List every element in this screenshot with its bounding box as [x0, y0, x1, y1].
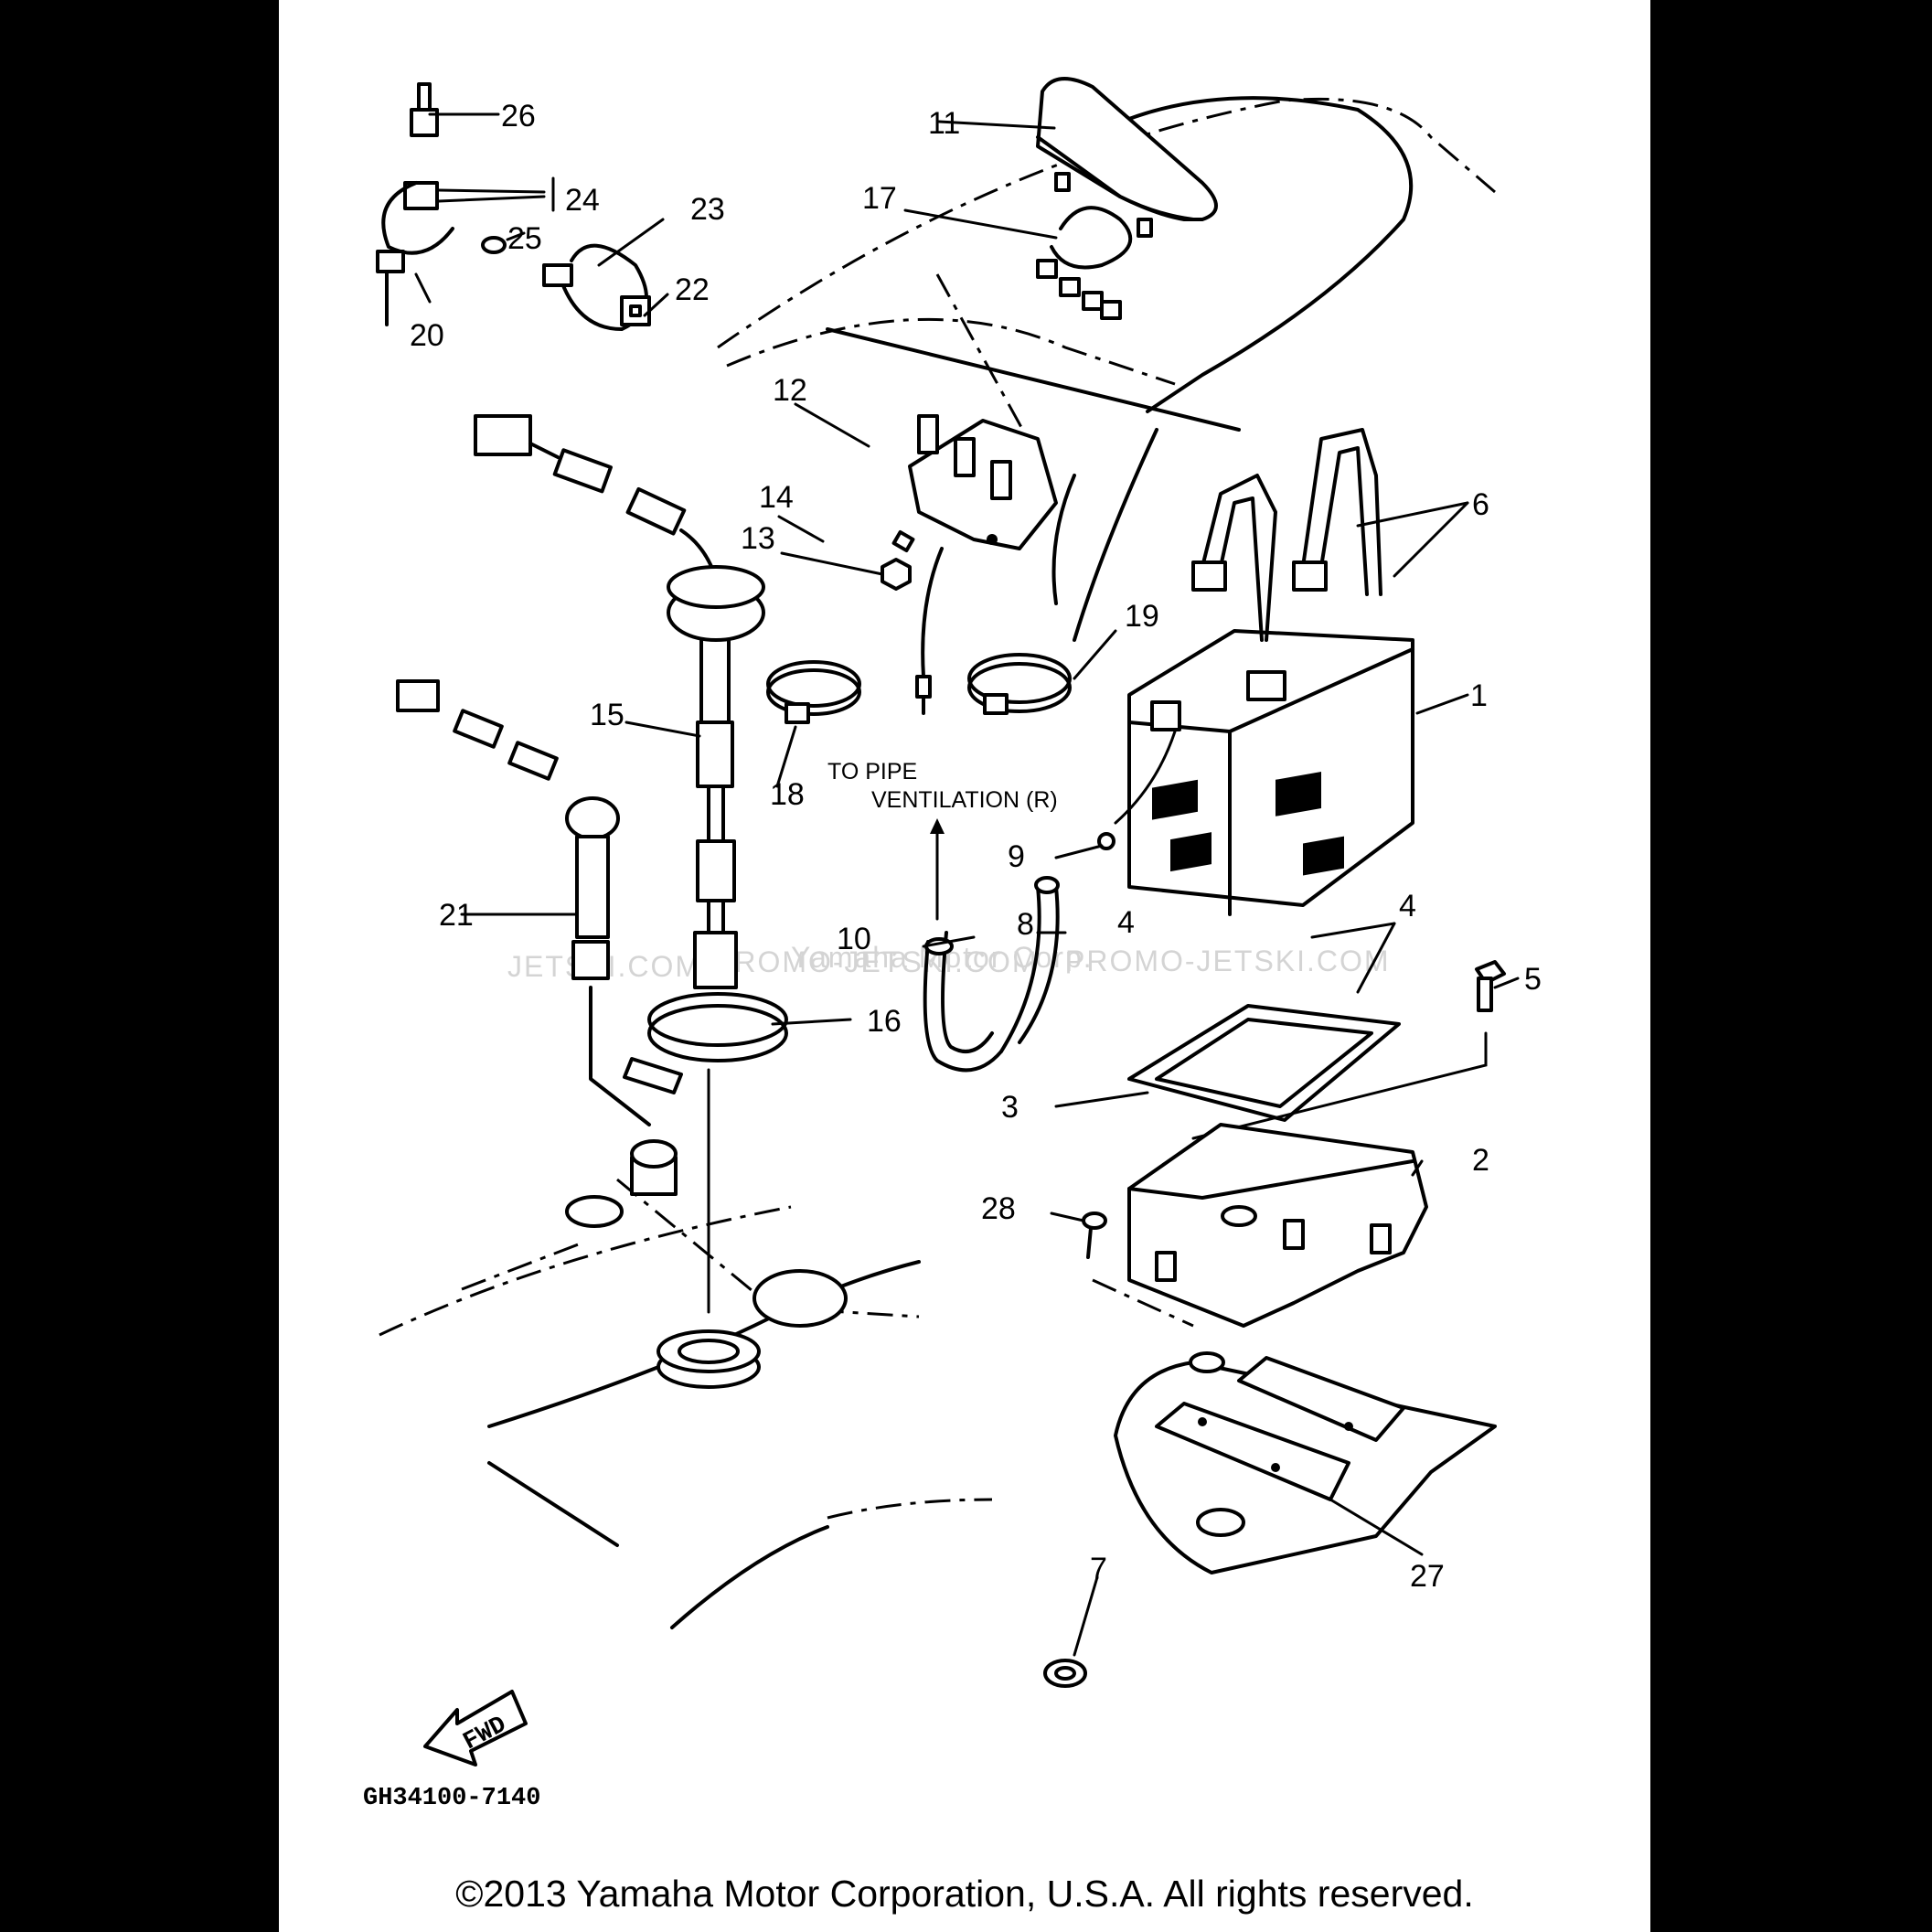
hull-outline — [379, 96, 1496, 1629]
callout-3: 3 — [1001, 1090, 1019, 1125]
callout-16: 16 — [867, 1004, 902, 1039]
callout-5: 5 — [1524, 962, 1542, 997]
grommets — [630, 1139, 761, 1389]
part-2-tray — [1127, 1123, 1428, 1328]
fwd-arrow: FWD — [423, 1690, 528, 1767]
callout-2: 2 — [1472, 1143, 1489, 1178]
part-11-gauge — [1036, 77, 1218, 238]
parts-20-26-clamp — [376, 82, 507, 326]
watermark-center: PROMO-JETSKI.COM — [713, 945, 1039, 978]
note-to-pipe: TO PIPE — [827, 759, 917, 785]
callout-21: 21 — [439, 898, 474, 933]
diagram-sheet: JETSKI.COM PROMO-JETSKI.COM Yamaha Motor… — [279, 0, 1650, 1932]
watermark-right: PROMO-JETSKI.COM — [1065, 945, 1391, 977]
callout-4b: 4 — [1399, 889, 1416, 923]
part-7-grommet — [1043, 1659, 1087, 1688]
callout-13: 13 — [741, 521, 775, 556]
part-4-pads — [1152, 771, 1344, 876]
part-17-harness — [1036, 206, 1133, 320]
callout-24: 24 — [565, 183, 600, 218]
watermarks: JETSKI.COM PROMO-JETSKI.COM Yamaha Motor… — [507, 941, 1391, 983]
part-15-sensor — [474, 414, 765, 989]
part-6-straps — [1191, 428, 1382, 642]
callout-25: 25 — [507, 221, 542, 256]
callout-19: 19 — [1125, 599, 1159, 634]
callout-6: 6 — [1472, 487, 1489, 522]
callout-14: 14 — [759, 480, 794, 515]
callout-27: 27 — [1410, 1559, 1445, 1594]
part-21-sensor — [396, 679, 651, 1126]
callout-17: 17 — [862, 181, 897, 216]
callout-4a: 4 — [1117, 905, 1135, 940]
callout-15: 15 — [590, 698, 624, 732]
callout-26: 26 — [501, 99, 536, 133]
parts-18-19-clamps — [766, 547, 1072, 724]
part-1-battery — [1097, 629, 1414, 916]
part-3-mat — [1127, 1004, 1401, 1122]
parts-8-10-hose — [923, 818, 1060, 1073]
part-12-bracket — [908, 414, 1058, 550]
callout-12: 12 — [773, 373, 807, 408]
callout-8: 8 — [1017, 907, 1034, 942]
drawing-code: GH34100-7140 — [363, 1785, 540, 1812]
copyright-footer: ©2013 Yamaha Motor Corporation, U.S.A. A… — [455, 1873, 1474, 1915]
leader-lines — [414, 112, 1520, 1657]
part-callouts: 1 2 3 4 4 5 6 7 8 9 10 11 12 13 14 15 16… — [410, 99, 1542, 1594]
callout-28: 28 — [981, 1191, 1016, 1226]
part-16-clamp — [623, 992, 788, 1314]
callout-11: 11 — [928, 106, 960, 141]
callout-20: 20 — [410, 318, 444, 353]
part-5-bolt — [1191, 960, 1506, 1140]
callout-9: 9 — [1008, 839, 1025, 874]
exploded-parts-diagram: JETSKI.COM PROMO-JETSKI.COM Yamaha Motor… — [363, 77, 1542, 1812]
callout-7: 7 — [1090, 1552, 1107, 1586]
callout-10: 10 — [837, 922, 871, 956]
parts-22-23-clamp — [542, 243, 651, 331]
part-27-base — [1114, 1351, 1497, 1574]
callout-18: 18 — [770, 777, 805, 812]
callout-23: 23 — [690, 192, 725, 227]
callout-1: 1 — [1470, 678, 1488, 713]
note-ventilation: VENTILATION (R) — [871, 787, 1058, 813]
callout-22: 22 — [675, 272, 710, 307]
parts-13-14-fasteners — [881, 529, 915, 591]
